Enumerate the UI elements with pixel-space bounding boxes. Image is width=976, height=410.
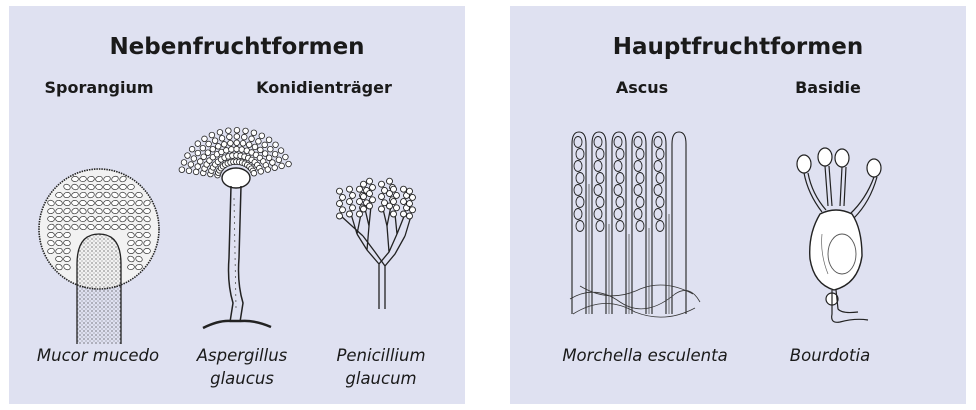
ascus-drawing xyxy=(565,124,705,324)
hauptfruchtformen-panel: Hauptfruchtformen Ascus Basidie xyxy=(510,6,966,404)
bourdotia-caption: Bourdotia xyxy=(790,344,870,367)
sporangium-label: Sporangium xyxy=(44,78,153,98)
ascus-label: Ascus xyxy=(616,78,668,98)
mucor-caption: Mucor mucedo xyxy=(37,344,159,367)
sporangium-drawing xyxy=(39,154,159,344)
basidie-label: Basidie xyxy=(795,78,861,98)
penicillium-caption-line2: glaucum xyxy=(345,367,416,390)
aspergillus-drawing xyxy=(189,118,284,333)
nebenfruchtformen-title: Nebenfruchtformen xyxy=(9,33,465,61)
nebenfruchtformen-panel: Nebenfruchtformen Sporangium Konidienträ… xyxy=(9,6,465,404)
morchella-caption: Morchella esculenta xyxy=(562,344,727,367)
konidientraeger-label: Konidienträger xyxy=(256,78,392,98)
aspergillus-caption-line2: glaucus xyxy=(210,367,274,390)
penicillium-drawing xyxy=(327,154,417,314)
hauptfruchtformen-title: Hauptfruchtformen xyxy=(510,33,966,61)
penicillium-caption-line1: Penicillium xyxy=(336,344,425,367)
aspergillus-caption-line1: Aspergillus xyxy=(197,344,288,367)
basidium-drawing xyxy=(780,144,890,329)
